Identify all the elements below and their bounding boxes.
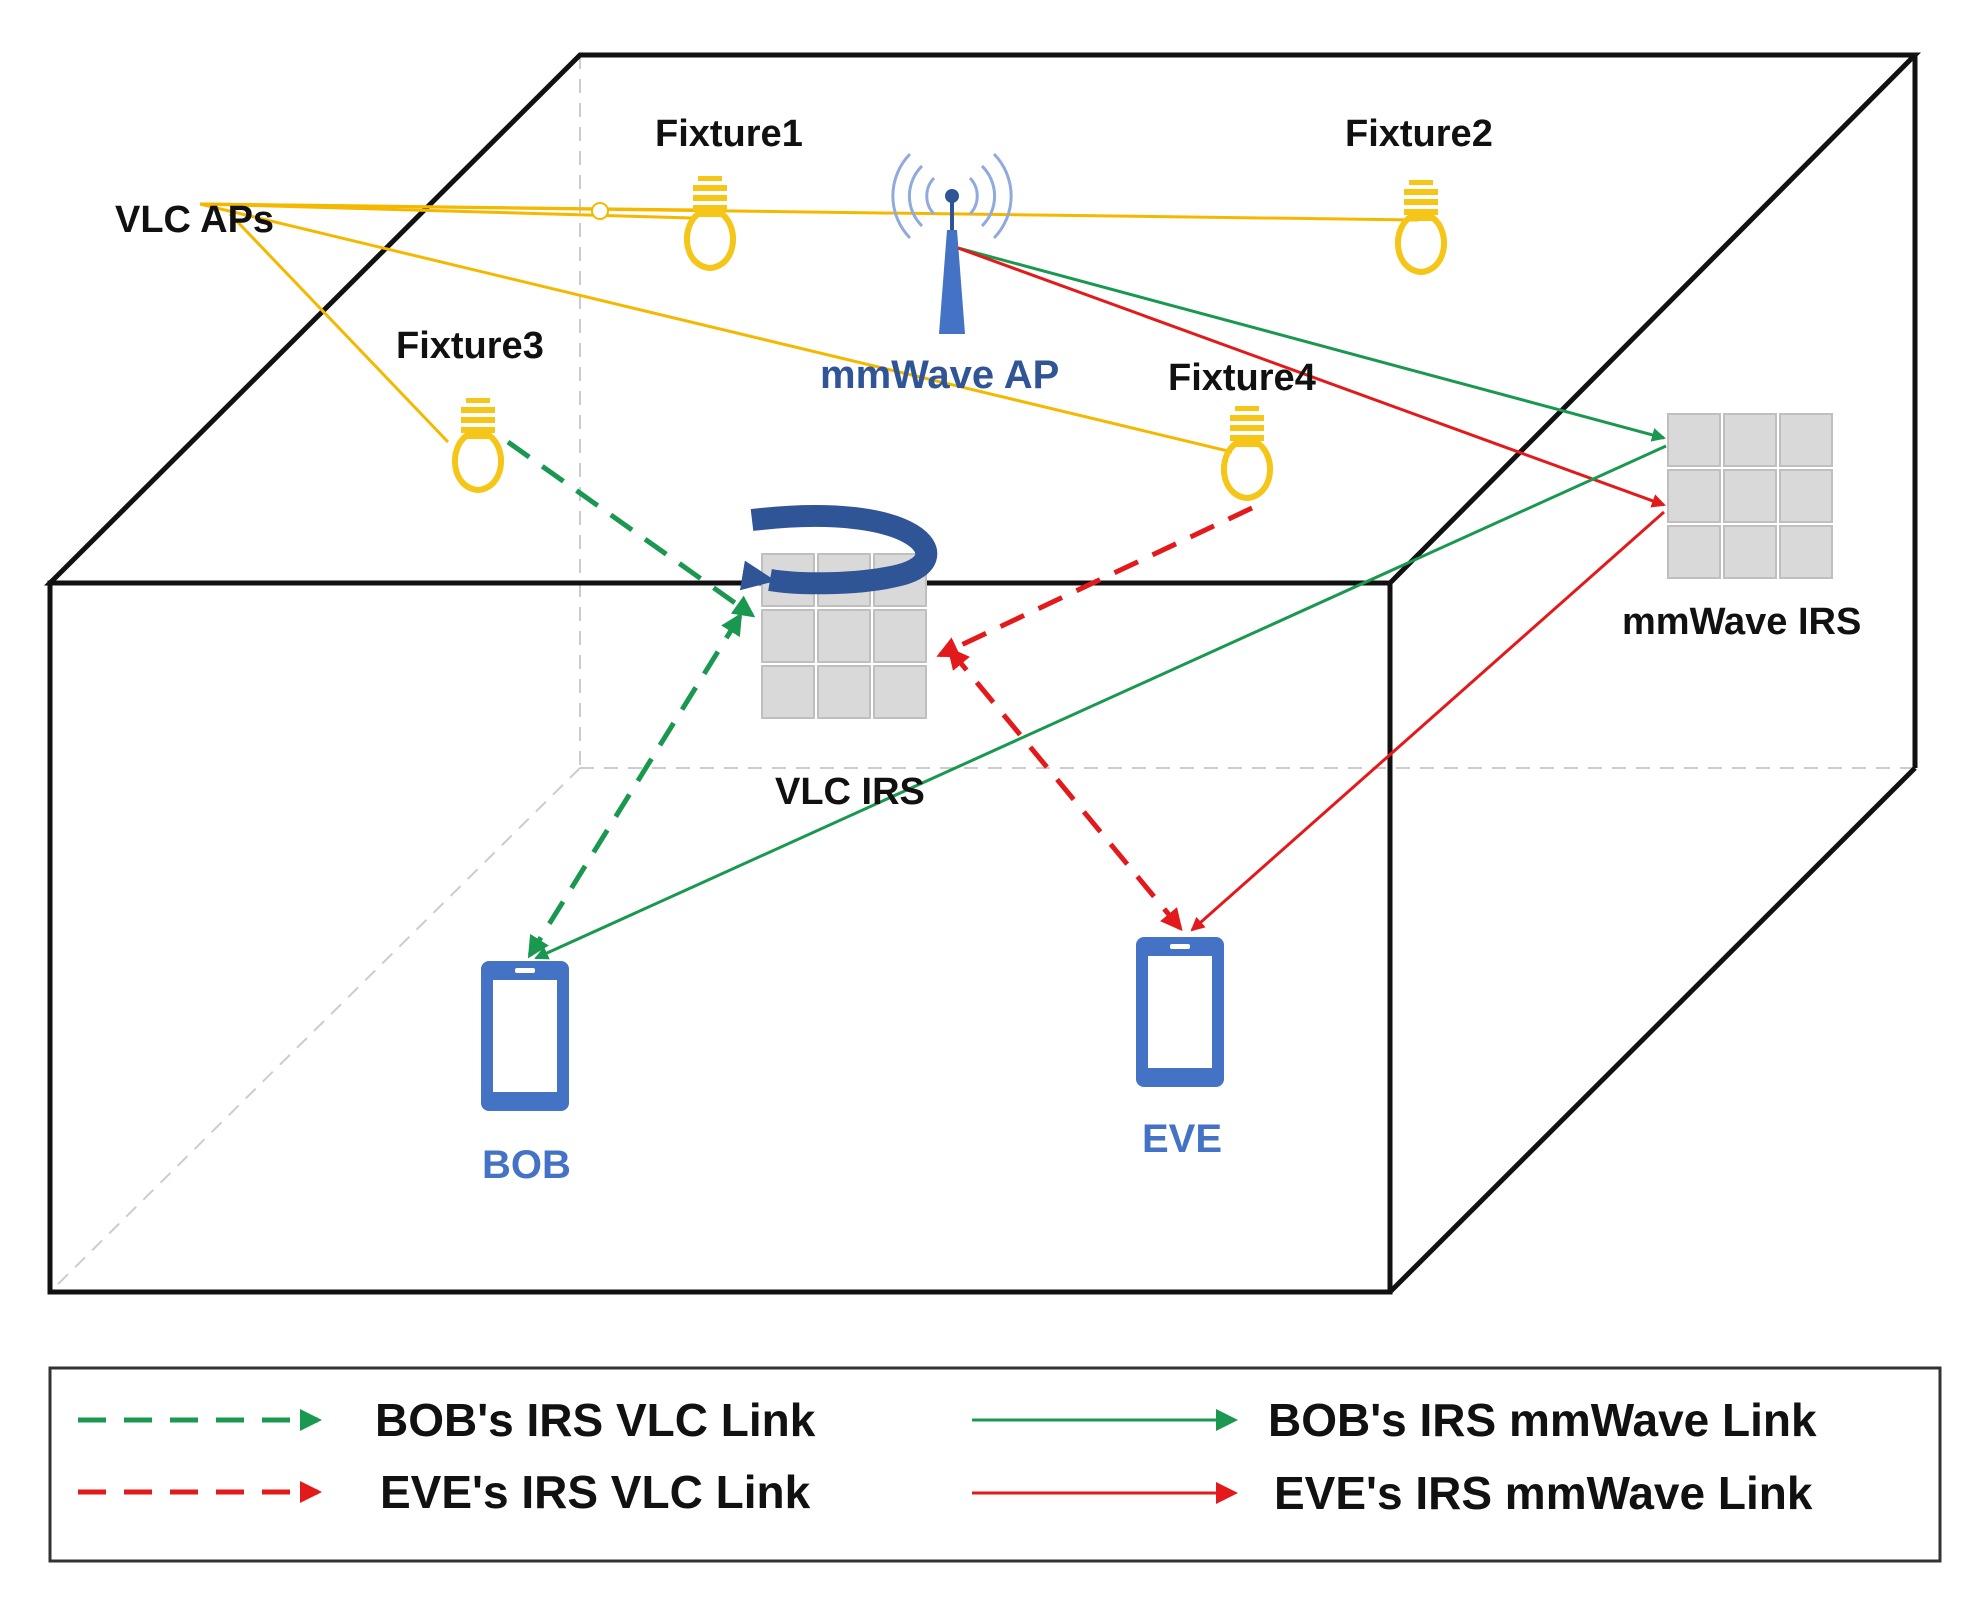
vlc-line-fixture3 — [228, 212, 450, 444]
mmwave-ap-antenna-icon — [891, 152, 1013, 334]
vlc-line-junction — [591, 202, 609, 220]
legend: BOB's IRS VLC Link EVE's IRS VLC Link BO… — [48, 1366, 1942, 1563]
bob-label: BOB — [482, 1143, 571, 1187]
vlc-line-fixture4 — [199, 202, 1233, 454]
eve-mmwave-link-irs-to-eve — [1190, 510, 1665, 932]
mmwave-irs-label: mmWave IRS — [1622, 601, 1861, 643]
mmwave-irs-panel — [1667, 413, 1833, 579]
eve-phone-icon — [1136, 937, 1224, 1087]
legend-box — [48, 1366, 1942, 1563]
legend-label-eve-mmwave: EVE's IRS mmWave Link — [1274, 1467, 1813, 1519]
vlc-ap-lines — [199, 202, 1419, 454]
eve-label: EVE — [1142, 1117, 1222, 1161]
fixture2-bulb-icon — [1398, 180, 1444, 272]
legend-label-bob-mmwave: BOB's IRS mmWave Link — [1268, 1394, 1817, 1446]
fixture1-label: Fixture1 — [655, 113, 803, 155]
links — [506, 246, 1667, 960]
vlc-irs-label: VLC IRS — [775, 771, 925, 813]
fixture4-bulb-icon — [1224, 406, 1270, 498]
hidden-edge-floor-left — [49, 767, 581, 1293]
eve-vlc-link-irs-to-eve — [947, 646, 1183, 932]
bob-phone-icon — [481, 961, 569, 1111]
fixture1-bulb-icon — [687, 176, 733, 268]
bob-mmwave-link-ap-to-irs — [957, 246, 1666, 442]
bob-vlc-link-irs-to-bob — [527, 612, 743, 959]
bob-vlc-link-fixture-to-irs — [506, 439, 756, 618]
room-front-face — [47, 580, 1393, 1295]
fixture3-bulb-icon — [455, 398, 501, 490]
eve-vlc-link-fixture-to-irs — [936, 505, 1254, 658]
fixture2-label: Fixture2 — [1345, 113, 1493, 155]
fixture3-label: Fixture3 — [396, 325, 544, 367]
mmwave-ap-label: mmWave AP — [820, 353, 1059, 397]
rotation-arrow-icon — [739, 505, 938, 595]
eve-mmwave-link-ap-to-irs — [957, 246, 1666, 508]
vlc-line-top — [199, 202, 701, 212]
vlc-aps-label: VLC APs — [115, 199, 274, 241]
legend-label-eve-vlc: EVE's IRS VLC Link — [380, 1466, 811, 1518]
legend-label-bob-vlc: BOB's IRS VLC Link — [375, 1394, 816, 1446]
fixture4-label: Fixture4 — [1168, 357, 1316, 399]
room-right-edge-bottom — [1388, 766, 1917, 1294]
room-box — [43, 52, 1922, 1295]
bob-mmwave-link-irs-to-bob — [534, 444, 1667, 960]
